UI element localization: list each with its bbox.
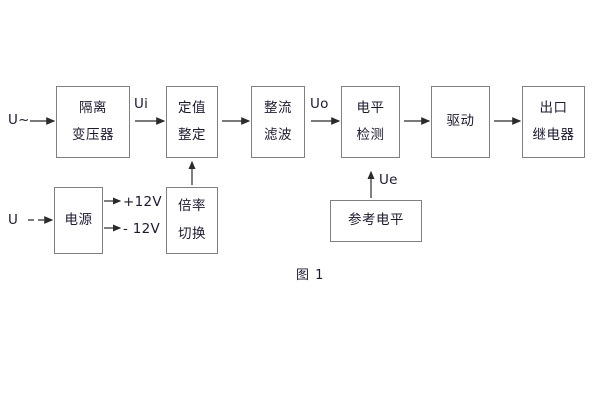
block-reference-level: 参考电平 bbox=[330, 200, 422, 242]
block-line: 切换 bbox=[178, 225, 206, 242]
block-drive: 驱动 bbox=[431, 86, 490, 158]
signal-ue-label: Ue bbox=[379, 172, 398, 188]
signal-ui-label: Ui bbox=[134, 96, 149, 112]
block-line: 驱动 bbox=[446, 113, 475, 130]
block-line: 参考电平 bbox=[348, 212, 404, 229]
rail-positive-label: +12V bbox=[123, 194, 162, 210]
block-line: 电平 bbox=[356, 99, 385, 116]
block-line: 滤波 bbox=[264, 127, 292, 143]
input-dc-label: U bbox=[8, 212, 19, 228]
block-line: 继电器 bbox=[532, 127, 575, 143]
block-line: 定值 bbox=[178, 99, 206, 116]
block-power-supply: 电源 bbox=[54, 187, 103, 254]
signal-uo-label: Uo bbox=[310, 96, 329, 112]
rail-negative-label: - 12V bbox=[123, 221, 161, 237]
block-line: 倍率 bbox=[178, 198, 206, 214]
block-output-relay: 出口 继电器 bbox=[522, 86, 585, 158]
block-rectify-filter: 整流 滤波 bbox=[251, 86, 305, 158]
block-line: 出口 bbox=[539, 99, 568, 116]
input-ac-label: U~ bbox=[8, 112, 30, 128]
block-line: 隔离 bbox=[79, 99, 107, 116]
block-setting-value: 定值 整定 bbox=[166, 86, 218, 158]
block-level-detection: 电平 检测 bbox=[341, 86, 400, 158]
figure-caption: 图 1 bbox=[296, 268, 325, 283]
block-multiplier-switch: 倍率 切换 bbox=[166, 187, 218, 254]
block-line: 变压器 bbox=[72, 127, 114, 143]
block-line: 检测 bbox=[356, 127, 385, 143]
block-line: 整流 bbox=[264, 99, 292, 116]
block-line: 电源 bbox=[64, 211, 93, 228]
block-line: 整定 bbox=[178, 127, 206, 143]
block-isolation-transformer: 隔离 变压器 bbox=[56, 86, 130, 158]
